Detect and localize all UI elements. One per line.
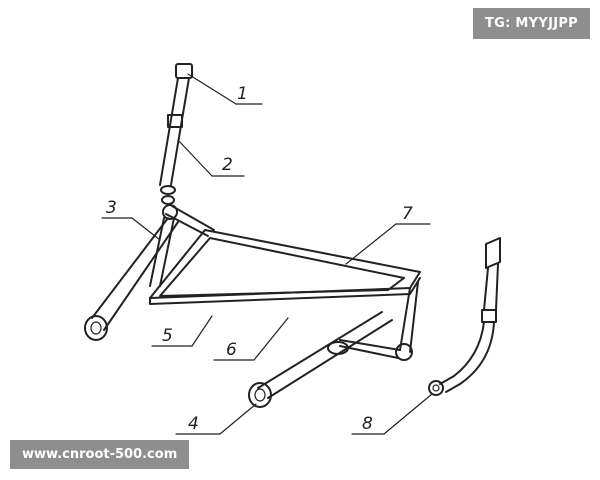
- left-leg: [149, 217, 175, 287]
- hook-end: [428, 380, 444, 396]
- post-cap: [175, 63, 193, 79]
- callout-2: 2: [177, 139, 245, 177]
- watermark-website: www.cnroot-500.com: [10, 440, 190, 469]
- front-base-tube: [248, 311, 393, 408]
- vertical-post: [159, 63, 193, 205]
- callout-label: 5: [162, 326, 173, 346]
- right-foot: [248, 382, 272, 408]
- callout-3: 3: [101, 198, 161, 241]
- callout-label: 2: [222, 155, 233, 175]
- callout-7: 7: [345, 204, 431, 265]
- callout-label: 7: [402, 204, 413, 224]
- callout-6: 6: [213, 317, 289, 361]
- callout-label: 3: [106, 198, 117, 218]
- right-support: [327, 281, 419, 361]
- callout-label: 4: [188, 414, 199, 434]
- tray-panel: [159, 237, 405, 297]
- post-clip: [160, 185, 176, 195]
- callout-4: 4: [175, 403, 257, 435]
- left-base-tube: [84, 217, 179, 341]
- callout-label: 8: [362, 414, 373, 434]
- left-foot: [84, 315, 108, 341]
- callout-1: 1: [187, 73, 263, 105]
- callout-5: 5: [151, 315, 213, 347]
- post-buckle: [167, 114, 183, 128]
- callout-8: 8: [351, 393, 433, 435]
- tray-frame: [149, 229, 421, 305]
- hook-post: [428, 237, 501, 396]
- hook-buckle: [481, 309, 497, 323]
- callout-label: 6: [226, 340, 237, 360]
- watermark-telegram: TG: MYYJJPP: [472, 8, 590, 39]
- callout-label: 1: [237, 84, 248, 104]
- top-joint: [162, 204, 215, 237]
